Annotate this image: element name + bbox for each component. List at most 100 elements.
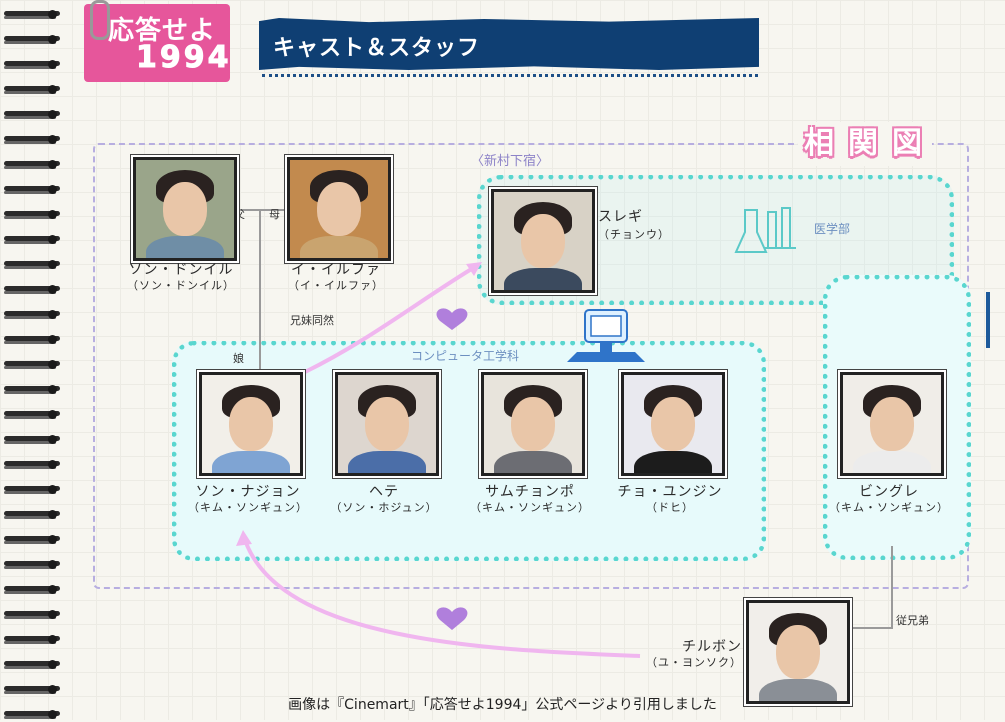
relation-sibling-like: 兄妹同然 xyxy=(290,314,334,327)
person-name: サムチョンポ xyxy=(485,484,575,500)
relation-mother: 母 xyxy=(269,208,280,221)
spiral-ring xyxy=(4,133,60,147)
love-arrow-line-1 xyxy=(304,263,480,374)
person-name: スレギ xyxy=(598,209,643,225)
spiral-ring xyxy=(4,33,60,47)
spiral-ring xyxy=(4,58,60,72)
spiral-binding xyxy=(0,0,62,720)
photo-body xyxy=(634,451,712,473)
person-photo xyxy=(491,189,595,293)
photo-face xyxy=(163,182,207,236)
person-actor: （ソン・ホジュン） xyxy=(330,501,438,514)
spiral-ring xyxy=(4,183,60,197)
spiral-ring xyxy=(4,108,60,122)
person-photo xyxy=(746,600,850,704)
spiral-ring xyxy=(4,408,60,422)
spiral-ring xyxy=(4,83,60,97)
person-actor: （キム・ソンギュン） xyxy=(470,501,590,514)
spiral-ring xyxy=(4,308,60,322)
page-title: キャスト＆スタッフ xyxy=(273,36,481,61)
spiral-ring xyxy=(4,633,60,647)
person-name: ヘテ xyxy=(369,484,399,500)
spiral-ring xyxy=(4,658,60,672)
person-actor: （ソン・ドンイル） xyxy=(127,279,235,292)
drama-logo: 応答せよ 1994 xyxy=(84,0,232,82)
heart-icon xyxy=(436,308,468,330)
person-photo xyxy=(621,372,725,476)
relation-daughter: 娘 xyxy=(233,352,244,365)
spiral-ring xyxy=(4,358,60,372)
love-arrowhead-1 xyxy=(466,262,482,276)
person-photo xyxy=(133,157,237,261)
title-underline xyxy=(262,74,758,77)
photo-face xyxy=(317,182,361,236)
love-arrow-line-2 xyxy=(243,539,641,658)
logo-line-2: 1994 xyxy=(136,40,232,76)
photo-body xyxy=(494,451,572,473)
person-actor: （イ・イルファ） xyxy=(288,279,384,292)
photo-body xyxy=(300,236,378,258)
image-credit: 画像は『Cinemart』「応答せよ1994」公式ページより引用しました xyxy=(288,697,717,713)
person-name: ソン・ドンイル xyxy=(128,262,234,278)
relationship-chart-title: 相 関 図 xyxy=(798,122,932,166)
love-arrowhead-2 xyxy=(236,530,252,546)
person-photo xyxy=(199,372,303,476)
spiral-ring xyxy=(4,233,60,247)
relation-father: 父 xyxy=(234,208,245,221)
photo-body xyxy=(853,451,931,473)
person-name: ビングレ xyxy=(859,484,919,500)
title-char: 関 xyxy=(848,126,878,161)
spiral-ring xyxy=(4,433,60,447)
photo-body xyxy=(212,451,290,473)
photo-face xyxy=(511,397,555,451)
person-actor: （キム・ソンギュン） xyxy=(829,501,949,514)
title-char: 相 xyxy=(804,126,834,161)
spiral-ring xyxy=(4,683,60,697)
spiral-ring xyxy=(4,458,60,472)
photo-face xyxy=(365,397,409,451)
photo-body xyxy=(146,236,224,258)
photo-face xyxy=(651,397,695,451)
paperclip-icon xyxy=(90,0,110,40)
spiral-ring xyxy=(4,208,60,222)
person-name: イ・イルファ xyxy=(291,262,381,278)
spiral-ring xyxy=(4,383,60,397)
spiral-ring xyxy=(4,583,60,597)
heart-icon xyxy=(436,607,468,630)
boarding-house-label: 〈新村下宿〉 xyxy=(471,154,550,169)
cousin-link-line xyxy=(847,546,893,629)
relation-cousin: 従兄弟 xyxy=(896,614,929,627)
photo-body xyxy=(348,451,426,473)
spiral-ring xyxy=(4,608,60,622)
scroll-indicator[interactable] xyxy=(986,292,990,348)
computer-label: コンピュータ工学科 xyxy=(411,349,520,363)
spiral-ring xyxy=(4,8,60,22)
person-photo xyxy=(335,372,439,476)
spiral-ring xyxy=(4,333,60,347)
flask-icon xyxy=(734,207,796,253)
person-actor: （ユ・ヨンソク） xyxy=(646,656,742,669)
person-actor: （チョンウ） xyxy=(598,228,670,241)
spiral-ring xyxy=(4,483,60,497)
person-name: ソン・ナジョン xyxy=(195,484,301,500)
photo-body xyxy=(504,268,582,290)
person-actor: （キム・ソンギュン） xyxy=(188,501,308,514)
person-photo xyxy=(287,157,391,261)
header-banner: キャスト＆スタッフ xyxy=(259,18,759,70)
person-name: チルボン xyxy=(682,639,742,655)
person-name: チョ・ユンジン xyxy=(617,484,723,500)
spiral-ring xyxy=(4,533,60,547)
photo-face xyxy=(229,397,273,451)
photo-face xyxy=(870,397,914,451)
photo-body xyxy=(759,679,837,701)
logo-line-1: 応答せよ xyxy=(108,16,217,46)
spiral-ring xyxy=(4,258,60,272)
person-actor: （ドヒ） xyxy=(646,501,694,514)
computer-icon xyxy=(567,309,645,362)
title-char: 図 xyxy=(892,126,922,161)
medical-label: 医学部 xyxy=(814,222,851,236)
spiral-ring xyxy=(4,508,60,522)
photo-face xyxy=(521,214,565,268)
photo-face xyxy=(776,625,820,679)
